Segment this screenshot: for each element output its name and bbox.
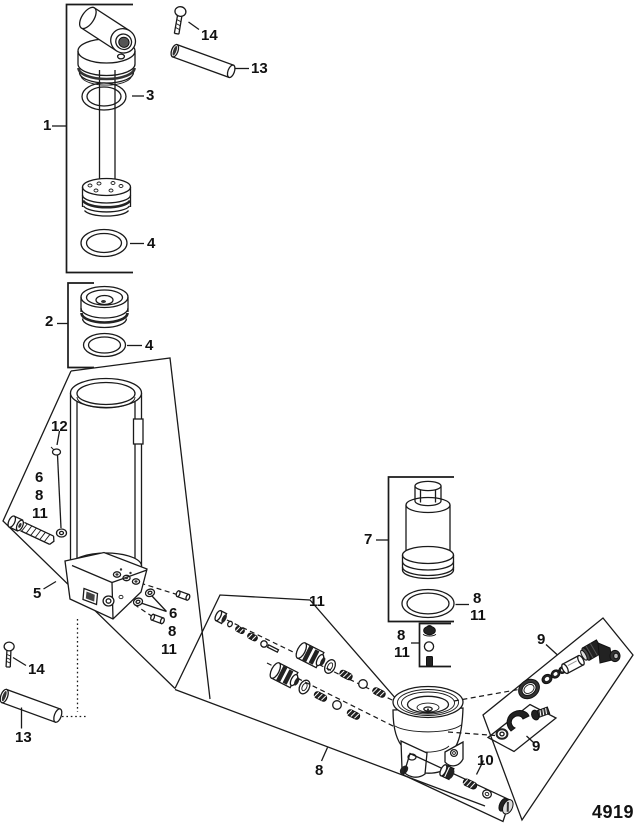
- relief-valve-group: [402, 752, 514, 823]
- callout-6-base: 6: [169, 605, 178, 622]
- cylinder-base-block: [64, 551, 148, 620]
- screw-14-top: [173, 6, 200, 35]
- callout-12: 12: [51, 418, 68, 435]
- check-valve-components: [214, 609, 386, 720]
- o-ring-3: [81, 82, 144, 111]
- callout-11-base: 11: [161, 641, 177, 658]
- dash-line-valves-upper: [226, 619, 420, 714]
- callout-4-upper: 4: [147, 235, 156, 252]
- poppet-kit-bracket: [411, 622, 451, 668]
- callout-3: 3: [146, 87, 155, 104]
- callout-13-top: 13: [251, 60, 268, 77]
- reservoir-pump-assembly: [401, 480, 455, 580]
- drawing-number: 4919: [592, 802, 635, 822]
- elbow-fitting-group: [518, 639, 621, 700]
- valve-group-outline: [174, 594, 486, 807]
- callout-8-cyl: 8: [35, 487, 44, 504]
- callout-9-elbow: 9: [537, 631, 546, 648]
- callout-8-base: 8: [168, 623, 177, 640]
- callout-11-oring: 11: [470, 607, 486, 624]
- manifold-body: [392, 685, 464, 778]
- pin-13-bottom: [0, 688, 63, 729]
- dipstick-rod-12: [50, 430, 68, 538]
- screw-14-bottom: [3, 641, 27, 668]
- callout-2: 2: [45, 313, 54, 330]
- callout-14-bot: 14: [28, 661, 45, 678]
- callout-13-bot: 13: [15, 729, 32, 746]
- pin-13-top: [170, 43, 249, 79]
- callout-11-valves: 11: [309, 593, 325, 610]
- o-ring-4-upper: [80, 228, 144, 258]
- trim-cylinder-body: [69, 377, 144, 580]
- o-ring-4-lower: [82, 332, 142, 358]
- callout-11-poppet: 11: [394, 644, 410, 661]
- callout-7: 7: [364, 531, 373, 548]
- dash-line-elbow: [453, 687, 525, 702]
- cylinder-cap-screw: [7, 515, 55, 545]
- callout-8-valves: 8: [315, 762, 324, 779]
- callout-11-cyl: 11: [32, 505, 48, 522]
- piston-head: [81, 177, 132, 217]
- clip-screw: [531, 706, 551, 721]
- callout-1: 1: [43, 117, 52, 134]
- callout-9-clip: 9: [532, 738, 541, 755]
- callout-5: 5: [33, 585, 42, 602]
- callout-14-top: 14: [201, 27, 218, 44]
- cylinder-group-outline: [2, 357, 211, 700]
- callout-6-cyl: 6: [35, 469, 44, 486]
- reservoir-o-ring: [401, 588, 469, 619]
- retainer-clip: [506, 710, 530, 732]
- bracket-1: [52, 3, 133, 274]
- clip-kit-group: [486, 703, 558, 753]
- piston-rod-assembly: [77, 6, 137, 217]
- cylinder-cap-assembly: [80, 285, 129, 329]
- bracket-2: [57, 282, 94, 369]
- base-washers-and-pins: [132, 588, 191, 625]
- callout-8-oring: 8: [473, 590, 482, 607]
- callout-10: 10: [477, 752, 494, 769]
- bracket-7: [376, 476, 454, 623]
- clevis-eye: [78, 6, 137, 54]
- callout-8-poppet: 8: [397, 627, 406, 644]
- callout-4-lower: 4: [145, 337, 154, 354]
